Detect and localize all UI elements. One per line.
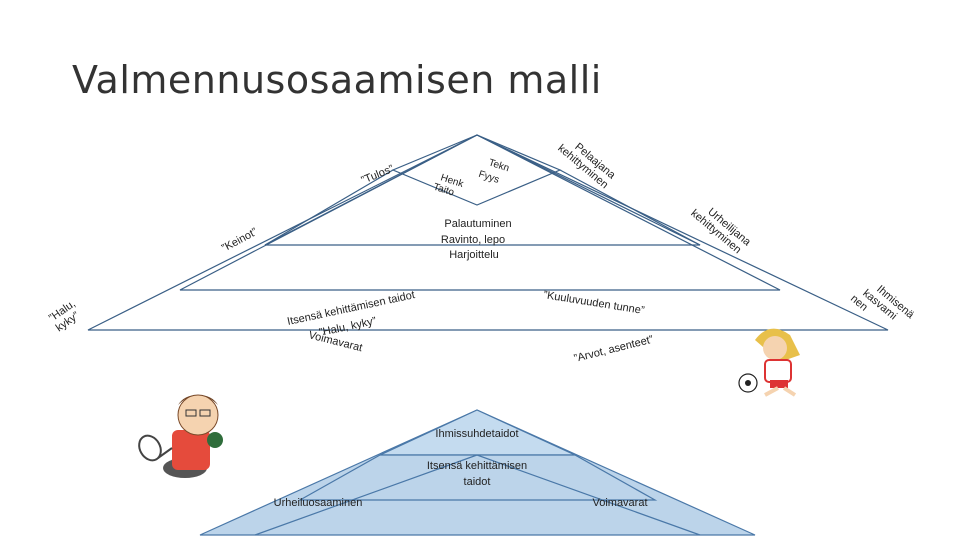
lower-top-label: Ihmissuhdetaidot bbox=[435, 428, 518, 440]
halu-kyky-label: ”Halu, kyky” bbox=[47, 298, 85, 334]
middle-triangle bbox=[180, 135, 780, 290]
center-line-1: Palautuminen bbox=[444, 218, 511, 230]
peak-left-labels: Henk Taito bbox=[432, 171, 466, 201]
lower-middle-line-1: Itsensä kehittämisen bbox=[427, 460, 527, 472]
peak-right-labels: Tekn Fyys bbox=[477, 156, 511, 188]
tulos-label: ”Tulos” bbox=[360, 163, 396, 187]
pelaajana-label: Pelaajana kehittyminen bbox=[555, 133, 618, 191]
coach-illustration bbox=[135, 395, 223, 478]
lower-left-label: Urheiluosaaminen bbox=[274, 497, 363, 509]
center-line-2: Ravinto, lepo bbox=[441, 234, 505, 246]
lower-right-label: Voimavarat bbox=[592, 497, 647, 509]
lower-middle-line-2: taidot bbox=[464, 476, 491, 488]
keinot-label: ”Keinot” bbox=[220, 226, 260, 255]
center-line-3: Harjoittelu bbox=[449, 249, 499, 261]
right-middle-label: ”Kuuluvuuden tunne” bbox=[543, 289, 646, 317]
peak-diamond bbox=[393, 135, 560, 205]
urheilijana-label: Urheilijana kehittyminen bbox=[688, 198, 753, 258]
peak-line-right bbox=[560, 170, 700, 245]
peak-right-label-2: Fyys bbox=[477, 169, 500, 186]
soccer-player-illustration bbox=[739, 329, 800, 395]
right-bottom-label: ”Arvot, asenteet” bbox=[573, 334, 655, 365]
